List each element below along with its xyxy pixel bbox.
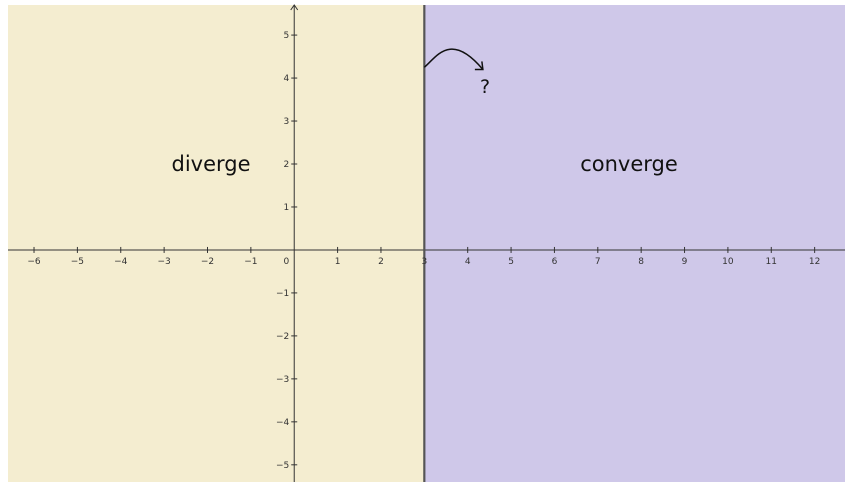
y-tick-label: 5 [283, 31, 289, 41]
x-tick-label: −2 [201, 257, 214, 267]
converge-label: converge [580, 152, 678, 176]
y-tick-label: 4 [283, 74, 289, 84]
origin-label: 0 [283, 257, 289, 267]
x-tick-label: 4 [465, 257, 471, 267]
x-tick-label: 11 [766, 257, 777, 267]
x-tick-label: 7 [595, 257, 601, 267]
curved-arrow-head [474, 61, 484, 71]
converge-region [424, 5, 845, 482]
y-tick-label: 1 [283, 203, 289, 213]
x-tick-label: 9 [682, 257, 688, 267]
x-tick-label: −6 [27, 257, 41, 267]
diverge-label: diverge [171, 152, 250, 176]
y-tick-label: −2 [276, 332, 289, 342]
diverge-region [8, 5, 425, 482]
question-mark: ? [480, 76, 490, 98]
y-tick-label: −5 [276, 461, 289, 471]
x-tick-label: 2 [378, 257, 384, 267]
x-tick-label: −1 [244, 257, 257, 267]
x-tick-label: 1 [335, 257, 341, 267]
curved-arrow [423, 48, 484, 70]
x-tick-label: 5 [508, 257, 514, 267]
x-tick-label: 12 [809, 257, 820, 267]
x-tick-label: −5 [71, 257, 84, 267]
y-tick-label: 3 [283, 117, 289, 127]
y-tick-label: 2 [283, 160, 289, 170]
y-tick-label: −4 [276, 418, 290, 428]
y-tick-label: −1 [276, 289, 289, 299]
y-axis-arrowhead [290, 4, 299, 11]
x-tick-label: −3 [157, 257, 170, 267]
x-tick-label: 10 [722, 257, 734, 267]
x-tick-label: 3 [421, 257, 427, 267]
x-tick-label: 8 [638, 257, 644, 267]
x-tick-label: 6 [552, 257, 558, 267]
y-tick-label: −3 [276, 375, 289, 385]
x-tick-label: −4 [114, 257, 128, 267]
